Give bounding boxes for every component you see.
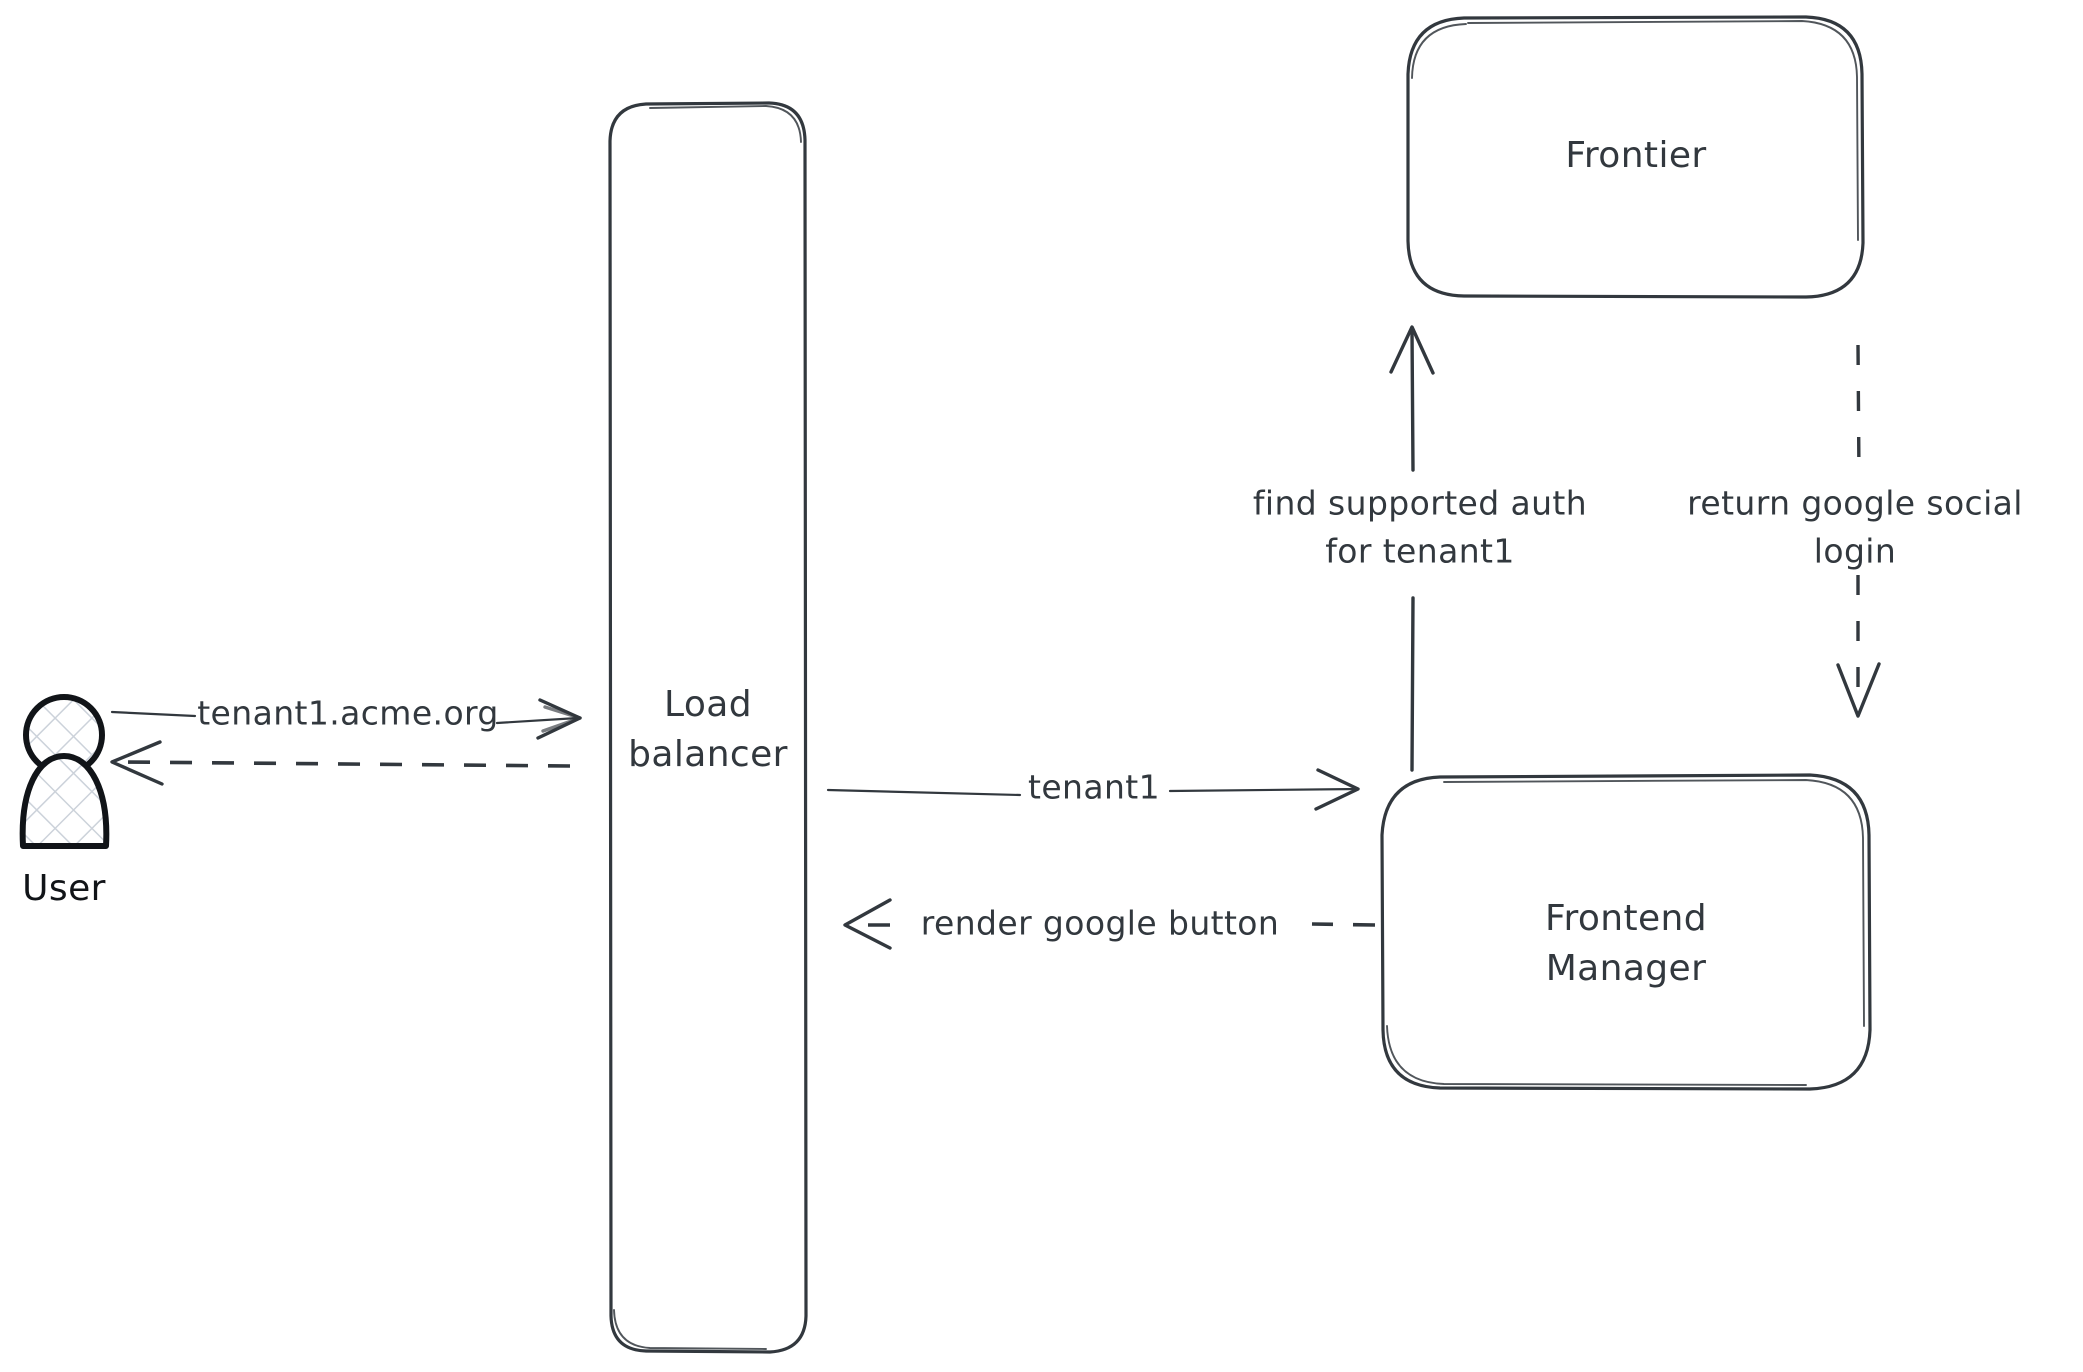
load-balancer-sketch-accent-2 <box>613 1309 767 1350</box>
edge-label-render-google-button: render google button <box>921 904 1279 943</box>
edge-segment-up-lower <box>1410 596 1415 772</box>
edge-frontier-to-frontend-manager[interactable]: return google social login <box>1687 344 2023 718</box>
edge-segment-fm-side <box>1168 787 1360 793</box>
edge-segment-right <box>495 716 580 725</box>
load-balancer-label-line1: Load <box>664 684 752 725</box>
frontier-sketch-accent <box>1467 20 1859 241</box>
edge-load-balancer-to-frontend-manager[interactable]: tenant1 <box>826 768 1360 811</box>
arrow-head-down <box>1836 662 1881 718</box>
user-label: User <box>22 868 106 909</box>
load-balancer-sketch-accent <box>649 105 802 143</box>
arrow-head-tenant1 <box>1314 768 1360 811</box>
frontier-sketch-accent-2 <box>1411 23 1467 79</box>
frontend-manager-shape <box>1380 773 1872 1091</box>
edge-label-return-google-social-line1: return google social <box>1687 484 2023 523</box>
frontend-manager-sketch-accent <box>1443 779 1865 1027</box>
load-balancer-shape <box>608 101 808 1354</box>
frontend-manager-sketch-accent-2 <box>1386 1025 1807 1086</box>
frontend-manager-label-line1: Frontend <box>1545 898 1707 939</box>
arrow-head-up <box>1389 325 1435 375</box>
edge-label-tenant1-acme-org: tenant1.acme.org <box>197 694 499 733</box>
edge-dashed-render-right <box>1311 922 1376 927</box>
edge-frontend-manager-to-load-balancer[interactable]: render google button <box>843 898 1376 950</box>
frontend-manager-label-line2: Manager <box>1546 948 1707 989</box>
frontier-shape <box>1406 15 1865 299</box>
node-frontend-manager[interactable]: Frontend Manager <box>1380 773 1872 1091</box>
load-balancer-label-line2: balancer <box>628 734 788 775</box>
edge-label-find-supported-auth-line2: for tenant1 <box>1325 532 1515 571</box>
edge-user-to-load-balancer[interactable]: tenant1.acme.org <box>110 694 582 740</box>
edge-label-tenant1: tenant1 <box>1028 768 1160 807</box>
person-body-icon <box>19 753 110 849</box>
edge-segment-up-upper <box>1410 328 1415 472</box>
edge-frontend-manager-to-frontier[interactable]: find supported auth for tenant1 <box>1253 325 1587 772</box>
actor-user[interactable]: User <box>19 694 110 909</box>
node-frontier[interactable]: Frontier <box>1406 15 1865 299</box>
edge-segment-left <box>110 710 197 718</box>
edge-label-find-supported-auth-line1: find supported auth <box>1253 484 1587 523</box>
frontier-label: Frontier <box>1565 135 1706 176</box>
edge-dashed-return <box>124 760 571 768</box>
edge-segment-lb-side <box>826 788 1022 797</box>
edge-label-return-google-social-line2: login <box>1814 532 1896 571</box>
arrow-head-render <box>843 898 892 950</box>
edge-load-balancer-to-user[interactable] <box>110 740 571 786</box>
arrow-head-right-inner <box>541 705 582 733</box>
node-load-balancer[interactable]: Load balancer <box>608 101 808 1354</box>
arrow-head-left <box>110 740 164 786</box>
edge-dashed-down-upper <box>1856 344 1861 479</box>
